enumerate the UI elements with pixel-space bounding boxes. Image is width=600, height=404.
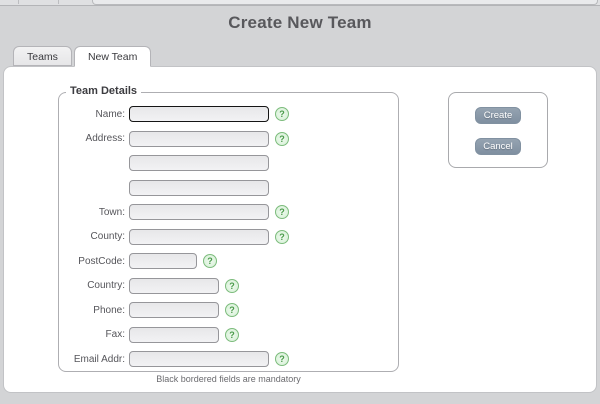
- help-icon[interactable]: ?: [275, 229, 289, 244]
- tab-bar: Teams New Team: [13, 46, 153, 67]
- field-label-phone: Phone:: [93, 304, 125, 316]
- field-label-country: Country:: [87, 280, 125, 291]
- form-row-postcode: PostCode:?: [59, 253, 398, 269]
- content-panel: Team Details Name:?Address:?Town:?County…: [3, 66, 597, 393]
- address-input-line2[interactable]: [129, 155, 269, 171]
- email-input[interactable]: [129, 351, 269, 367]
- page-title: Create New Team: [228, 13, 372, 32]
- field-label-address: Address:: [85, 133, 125, 144]
- form-row-name: Name:?: [59, 106, 398, 122]
- team-details-fieldset: Team Details Name:?Address:?Town:?County…: [58, 85, 399, 372]
- chrome-addressbar-fragment: [92, 0, 598, 5]
- form-row-phone: Phone:?: [59, 302, 398, 318]
- help-icon[interactable]: ?: [275, 352, 289, 366]
- county-input[interactable]: [129, 228, 269, 245]
- help-icon[interactable]: ?: [275, 131, 289, 146]
- mandatory-note: Black bordered fields are mandatory: [156, 374, 301, 384]
- form-row-county: County:?: [59, 228, 398, 245]
- field-label-email: Email Addr:: [73, 353, 125, 365]
- fax-input[interactable]: [129, 326, 219, 343]
- address-input-line1[interactable]: [129, 130, 269, 147]
- chrome-fragment: [3, 0, 19, 4]
- cancel-button[interactable]: Cancel: [475, 138, 521, 155]
- form-row-address-line2: [59, 155, 398, 171]
- phone-input[interactable]: [129, 302, 219, 318]
- field-label-name: Name:: [95, 108, 125, 120]
- help-icon[interactable]: ?: [225, 278, 239, 293]
- tab-new-team[interactable]: New Team: [73, 46, 152, 67]
- field-label-fax: Fax:: [105, 329, 125, 340]
- browser-chrome-sliver: [0, 0, 600, 6]
- form-row-address-line1: Address:?: [59, 130, 398, 147]
- field-label-county: County:: [90, 231, 125, 242]
- form-row-town: Town:?: [59, 204, 398, 220]
- form-fields: Name:?Address:?Town:?County:?PostCode:?C…: [59, 106, 398, 376]
- form-row-fax: Fax:?: [59, 326, 398, 343]
- field-label-postcode: PostCode:: [78, 255, 125, 267]
- tab-teams[interactable]: Teams: [13, 46, 72, 66]
- address-input-line3[interactable]: [129, 179, 269, 196]
- form-row-email: Email Addr:?: [59, 351, 398, 367]
- chrome-fragment: [19, 0, 59, 4]
- form-row-address-line3: [59, 179, 398, 196]
- help-icon[interactable]: ?: [203, 254, 217, 268]
- help-icon[interactable]: ?: [225, 303, 239, 317]
- field-label-town: Town:: [98, 206, 125, 218]
- actions-box: Create Cancel: [448, 92, 548, 168]
- town-input[interactable]: [129, 204, 269, 220]
- postcode-input[interactable]: [129, 253, 197, 269]
- country-input[interactable]: [129, 277, 219, 294]
- form-row-country: Country:?: [59, 277, 398, 294]
- fieldset-legend: Team Details: [66, 85, 142, 97]
- name-input[interactable]: [129, 106, 269, 122]
- create-button[interactable]: Create: [475, 107, 521, 124]
- help-icon[interactable]: ?: [275, 107, 289, 121]
- help-icon[interactable]: ?: [275, 205, 289, 219]
- help-icon[interactable]: ?: [225, 327, 239, 342]
